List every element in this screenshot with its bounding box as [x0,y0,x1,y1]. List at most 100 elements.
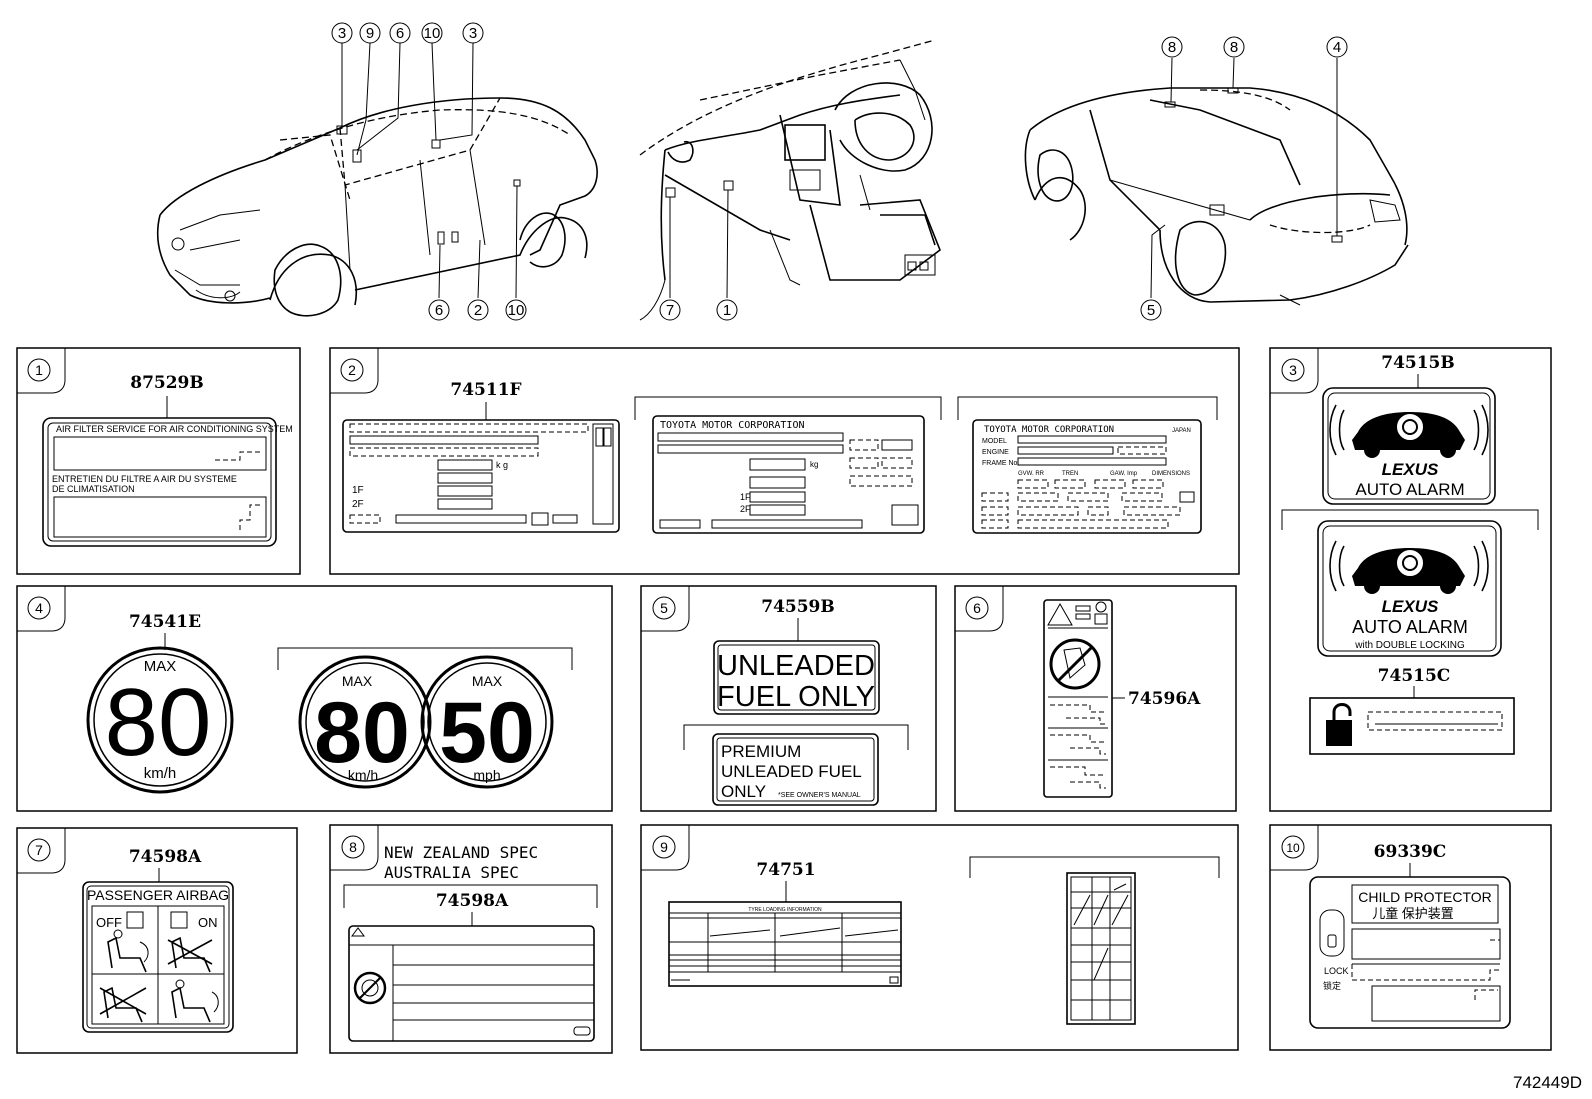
label-1f: 1F [352,485,364,496]
car-front-illustration [156,97,598,317]
lexus-logo-a: LEXUS [1382,460,1439,479]
panel-3-number: 3 [1289,362,1297,378]
panel-5: 5 74559B UNLEADED FUEL ONLY PREMIUM UNLE… [640,585,937,812]
panel-6: 6 74596A [954,585,1237,812]
speed-sign-50-mph: MAX 50 mph [420,655,554,789]
airbag-warning-icon [353,971,387,1005]
tyre-info-label-vertical [1066,872,1136,1025]
double-locking-text: with DOUBLE LOCKING [1354,640,1465,651]
japan-text: JAPAN [1172,428,1191,434]
car-front-callouts: 3 9 6 10 3 6 2 10 [331,22,527,321]
dashboard-callouts: 7 1 [659,189,738,321]
callout-8-b: 8 [1230,39,1238,56]
part-number-87529B: 87529B [130,373,204,393]
callout-9: 9 [366,25,374,42]
kg-unit: k g [496,460,508,470]
mph-text: mph [473,767,500,783]
tyre-info-label: TYRE LOADING INFORMATION [668,901,902,987]
panel-4-number: 4 [35,600,43,616]
speed-sign-80-kmh-dual: MAX 80 km/h [298,655,432,789]
callout-6-b: 6 [435,302,443,319]
part-number-74751: 74751 [756,860,815,880]
callout-6-a: 6 [396,25,404,42]
child-protector-title: CHILD PROTECTOR [1358,889,1492,905]
max-text-3: MAX [472,673,503,689]
model-label: MODEL [982,438,1007,445]
panel-9: 9 74751 TYRE LOADING INFORMATION [640,824,1239,1051]
callout-1: 1 [723,302,731,319]
speed-sign-80-kmh: MAX 80 km/h [86,646,234,794]
callout-circles-front: 3 9 6 10 3 6 2 10 [331,22,527,321]
part-number-74598A-airbag: 74598A [129,847,202,867]
kmh-text-2: km/h [348,767,378,783]
panel-4: 4 74541E MAX 80 km/h MAX 80 km/h MAX 50 … [16,585,613,812]
callout-3-b: 3 [469,25,477,42]
on-text: ON [198,915,218,930]
callout-8-a: 8 [1168,39,1176,56]
panel-1-number: 1 [35,362,43,378]
label-1f-b: 1F [740,492,751,502]
panel-1: 1 87529B AIR FILTER SERVICE FOR AIR COND… [16,347,301,575]
callout-5: 5 [1147,302,1155,319]
auto-alarm-text-a: AUTO ALARM [1355,480,1464,499]
lock-text-cn: 锁定 [1323,980,1341,991]
speed-80-dual: 80 [314,685,410,781]
max-text: MAX [144,658,177,675]
padlock-icon [1326,703,1352,746]
child-protector-title-cn: 儿童 保护装置 [1372,906,1454,921]
part-number-74559B: 74559B [761,597,835,617]
child-seat-prohibited-icon [1049,638,1101,690]
speed-50: 50 [439,685,535,781]
airbag-seat-icons [99,929,219,1023]
part-number-74515C: 74515C [1378,666,1451,686]
panel-7-number: 7 [35,842,43,858]
callout-4: 4 [1333,39,1341,56]
auto-alarm-text-b: AUTO ALARM [1352,617,1468,637]
panel-10: 10 69339C CHILD PROTECTOR 儿童 保护装置 LOCK 锁… [1269,824,1552,1051]
car-alarm-icon-b [1329,540,1489,594]
tyre-loading-header: TYRE LOADING INFORMATION [748,907,822,913]
panel-3: 3 74515B LEXUS AUTO ALARM [1269,347,1552,812]
fuel-only-text: FUEL ONLY [717,681,875,713]
max-text-2: MAX [342,673,373,689]
col-header-1: GVW. RR [1018,471,1045,477]
label-2f: 2F [352,499,364,510]
part-number-74598A-spec: 74598A [436,891,509,911]
car-rear-illustration [1024,87,1409,306]
callout-2: 2 [474,302,482,319]
unleaded-fuel-text: UNLEADED FUEL [721,762,862,781]
kmh-text: km/h [144,765,177,782]
callout-3-a: 3 [338,25,346,42]
engine-label: ENGINE [982,449,1009,456]
panel-8-number: 8 [349,839,357,855]
label-text-air-filter: AIR FILTER SERVICE FOR AIR CONDITIONING … [56,424,293,434]
callout-10-a: 10 [424,25,441,42]
tmc-title-a: TOYOTA MOTOR CORPORATION [660,420,805,431]
panel-10-number: 10 [1286,841,1300,855]
panel-6-number: 6 [973,600,981,616]
panel-2-number: 2 [348,362,356,378]
kg-unit-b: kg [810,460,818,469]
new-zealand-spec-text: NEW ZEALAND SPEC [384,843,538,862]
lexus-logo-b: LEXUS [1382,597,1439,616]
col-header-2: TREN [1062,471,1078,477]
panel-9-number: 9 [660,839,668,855]
lock-text: LOCK [1324,966,1349,976]
tmc-title-b: TOYOTA MOTOR CORPORATION [984,425,1114,435]
speed-80: 80 [105,669,212,776]
col-header-4: DIMENSIONS [1152,471,1190,477]
car-alarm-icon [1329,404,1489,458]
panel-7: 7 74598A PASSENGER AIRBAG OFF ON [16,827,298,1054]
part-number-74596A: 74596A [1128,689,1201,709]
part-number-74541E: 74541E [129,612,201,632]
unleaded-text: UNLEADED [717,650,875,682]
dashboard-illustration [639,39,941,321]
callout-10-b: 10 [508,302,525,319]
passenger-airbag-title: PASSENGER AIRBAG [87,887,229,903]
col-header-3: GAW. Imp [1110,471,1138,477]
frame-label: FRAME No. [982,460,1019,467]
part-number-74511F: 74511F [450,380,521,400]
australia-spec-text: AUSTRALIA SPEC [384,863,519,882]
off-text: OFF [96,915,122,930]
